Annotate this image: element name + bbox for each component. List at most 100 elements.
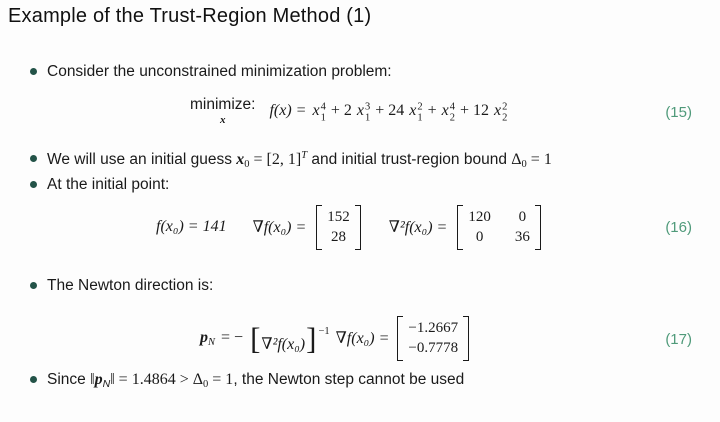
term-variable: x (356, 102, 364, 120)
equation-number-17: (17) (665, 331, 692, 348)
bullet-2-text-2: and initial trust-region bound (307, 151, 512, 168)
eq16-hessian-group: ∇²f(x₀) = 120 0 0 36 (389, 205, 543, 250)
norm-value: ‖ = 1.4864 > (110, 371, 193, 388)
eq16-function-value: f(x₀) = 141 (156, 218, 227, 236)
term-coefficient: + 12 (459, 102, 490, 120)
bullet-1-text: Consider the unconstrained minimization … (47, 63, 392, 80)
matrix-cells: 120 0 0 36 (463, 205, 535, 250)
matrix-cell: 36 (514, 229, 530, 246)
term-exponent: 4 (449, 101, 455, 113)
x0-variable: x (236, 151, 245, 168)
matrix-cells: −1.2667 −0.7778 (403, 316, 463, 361)
matrix-right-bracket (534, 205, 541, 250)
bullet-item-2: We will use an initial guess x0 = [2, 1]… (30, 149, 552, 172)
term-variable: x (494, 102, 502, 120)
bullet-item-4: The Newton direction is: (30, 276, 213, 296)
bullet-3-text: At the initial point: (47, 176, 170, 193)
norm-open: ‖ (90, 371, 95, 388)
term-coefficient: + 24 (375, 102, 405, 120)
matrix-left-bracket (457, 205, 464, 250)
bullet-5-text-1: Since (47, 371, 91, 388)
delta-symbol: Δ (192, 371, 204, 388)
term-exponent: 2 (502, 101, 508, 113)
term-exponent: 3 (364, 101, 371, 113)
p-variable: p (200, 328, 208, 346)
trust-region-bound-value: = 1 (526, 151, 552, 168)
delta-value: = 1 (208, 371, 234, 388)
bullet-marker (30, 155, 37, 162)
big-right-bracket: ] (306, 320, 317, 356)
initial-guess-value: = [2, 1] (249, 151, 302, 168)
term-index: 2 (449, 112, 455, 124)
bullet-4-text: The Newton direction is: (47, 277, 214, 294)
minimize-operator: minimize: x (190, 97, 255, 126)
slide-title: Example of the Trust-Region Method (1) (8, 5, 372, 27)
bullet-2-text-1: We will use an initial guess (47, 151, 237, 168)
bullet-item-3: At the initial point: (30, 175, 169, 195)
matrix-cell: 152 (327, 209, 350, 225)
hessian-inner: ∇²f(x₀) (261, 335, 306, 353)
matrix-left-bracket (397, 316, 404, 361)
eq17-gradient: ∇f(x₀) = (335, 330, 390, 348)
bullet-marker (30, 68, 37, 75)
term-index: 2 (502, 112, 508, 124)
bullet-5-text: Since ‖pN‖ = 1.4864 > Δ0 = 1, the Newton… (47, 370, 464, 392)
matrix-cell: −0.7778 (408, 340, 459, 357)
bullet-item-5: Since ‖pN‖ = 1.4864 > Δ0 = 1, the Newton… (30, 370, 464, 392)
bullet-2-text: We will use an initial guess x0 = [2, 1]… (47, 149, 552, 172)
eq16-hessian-lhs: ∇²f(x₀) = (388, 219, 448, 237)
matrix-right-bracket (354, 205, 361, 250)
term-variable: x (409, 102, 417, 120)
delta-subscript: 0 (203, 379, 209, 390)
gradient-vector-matrix: 152 28 (316, 205, 361, 250)
term-index: 1 (320, 112, 326, 124)
term-exponent: 4 (320, 101, 326, 113)
equation-16: f(x₀) = 141 ∇f(x₀) = 152 28 ∇²f(x₀) = 12… (156, 205, 543, 250)
hessian-matrix: 120 0 0 36 (457, 205, 541, 250)
transpose-superscript: T (301, 150, 308, 161)
eq15-lhs: f(x) = (269, 102, 307, 120)
delta-subscript: 0 (521, 159, 527, 170)
term-coefficient: + (427, 102, 437, 120)
inverse-hessian-group: [∇²f(x₀)]−1 (249, 323, 330, 354)
equation-number-16: (16) (665, 219, 692, 236)
minimize-label: minimize: (190, 96, 256, 113)
matrix-cell: −1.2667 (408, 320, 459, 336)
newton-direction-vector: −1.2667 −0.7778 (397, 316, 470, 361)
term-coefficient: + 2 (330, 102, 352, 120)
matrix-cell: 120 (468, 209, 491, 225)
p-variable: p (94, 371, 103, 388)
matrix-cell: 0 (475, 229, 484, 246)
newton-direction-symbol: pN (200, 329, 215, 348)
eq16-gradient-lhs: ∇f(x₀) = (252, 219, 307, 237)
p-subscript: N (208, 336, 216, 348)
matrix-left-bracket (316, 205, 323, 250)
x0-subscript: 0 (244, 159, 250, 170)
bullet-5-text-2: , the Newton step cannot be used (233, 371, 465, 388)
inverse-exponent: −1 (318, 325, 330, 337)
bullet-marker (30, 376, 37, 383)
delta-symbol: Δ (511, 151, 522, 168)
big-left-bracket: [ (250, 320, 261, 356)
term-exponent: 2 (417, 101, 423, 113)
equation-number-15: (15) (665, 104, 692, 121)
equals-minus: = − (221, 329, 244, 347)
bullet-item-1: Consider the unconstrained minimization … (30, 62, 392, 82)
term-variable: x (441, 102, 449, 120)
matrix-cell: 28 (331, 229, 347, 246)
term-index: 1 (364, 112, 371, 124)
term-index: 1 (417, 112, 423, 124)
equation-17: pN = − [∇²f(x₀)]−1 ∇f(x₀) = −1.2667 −0.7… (200, 316, 471, 361)
minimize-subscript: x (219, 113, 226, 126)
